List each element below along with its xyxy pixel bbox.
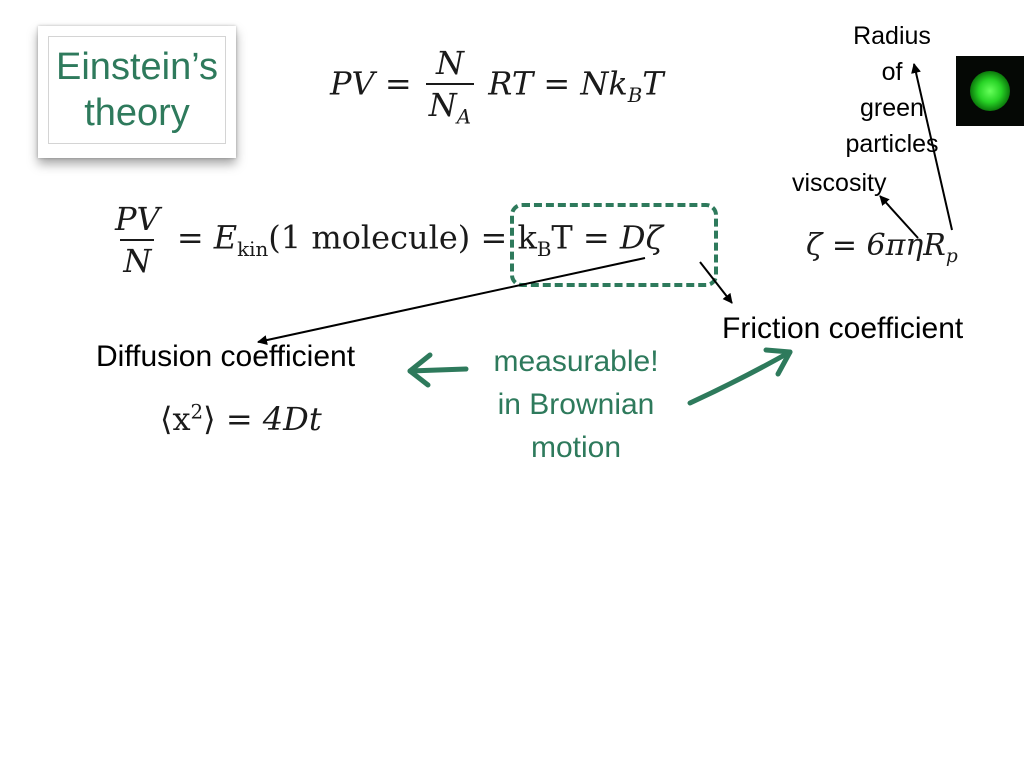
radius-line-1: Radius xyxy=(853,22,931,50)
eq1-rhs-sub: B xyxy=(627,84,643,108)
arrow-to-diffusion xyxy=(257,257,646,345)
eq3-zeta: ζ xyxy=(806,228,823,263)
arrow-to-viscosity xyxy=(879,195,919,239)
eq2-molecule: (1 molecule) xyxy=(268,218,471,257)
diffusion-coefficient-label: Diffusion coefficient xyxy=(96,340,356,373)
eq1-frac-den-sub: A xyxy=(456,105,472,129)
eq2-equals-3: = xyxy=(582,218,610,257)
title-card: Einstein’s theory xyxy=(38,26,236,158)
eq3-rhs-sub: p xyxy=(945,246,958,267)
green-arrow-right xyxy=(687,347,793,406)
green-particle-image xyxy=(956,56,1024,126)
eq1-mid: RT xyxy=(488,64,534,103)
stokes-equation: ζ = 6πηRp xyxy=(806,228,958,267)
eq1-lhs: PV xyxy=(330,64,375,103)
radius-line-2: of xyxy=(881,58,903,86)
measurable-line-1: measurable! xyxy=(493,345,659,378)
eq4-rhs: 4Dt xyxy=(262,400,322,438)
eq2-fraction: PV N xyxy=(112,200,163,280)
eq4-equals: = xyxy=(225,400,253,438)
viscosity-label: viscosity xyxy=(792,169,887,197)
eq4-lhs-open: ⟨x xyxy=(160,400,191,438)
title-line-1: Einstein’s xyxy=(56,46,218,88)
eq2-equals: = xyxy=(176,218,204,257)
radius-line-3: green xyxy=(860,94,924,122)
eq2-d-zeta: Dζ xyxy=(619,218,663,257)
eq1-rhs-end: T xyxy=(642,64,664,103)
title-frame: Einstein’s theory xyxy=(48,36,226,144)
eq1-frac-den: N xyxy=(428,86,457,124)
eq2-frac-den: N xyxy=(123,242,152,280)
eq1-equals: = xyxy=(384,64,412,103)
radius-label: Radius of green particles xyxy=(830,18,954,162)
measurable-note: measurable! in Brownian motion xyxy=(468,340,684,469)
green-particle xyxy=(970,71,1010,111)
friction-coefficient-label: Friction coefficient xyxy=(722,312,964,345)
eq2-kbt-sub: B xyxy=(536,237,552,261)
eq1-fraction: N NA xyxy=(425,44,475,129)
d-zeta-highlight-box xyxy=(510,203,718,287)
eq2-ekin-sub: kin xyxy=(237,237,269,261)
arrow-to-friction xyxy=(699,261,733,304)
eq2-kbt: k xyxy=(517,218,537,257)
eq1-frac-num: N xyxy=(435,44,464,82)
eq2-frac-num: PV xyxy=(115,200,160,238)
measurable-line-3: motion xyxy=(530,431,622,464)
energy-equation: PV N = Ekin(1 molecule) = kBT = Dζ xyxy=(108,200,663,280)
green-arrow-left xyxy=(407,352,469,388)
msd-equation: ⟨x2⟩ = 4Dt xyxy=(160,400,322,438)
eq4-lhs-sup: 2 xyxy=(190,400,204,424)
eq1-equals-2: = xyxy=(543,64,571,103)
eq3-rhs: 6πηR xyxy=(866,228,946,263)
eq2-ekin: E xyxy=(213,218,238,257)
measurable-line-2: in Brownian xyxy=(497,388,655,421)
arrow-to-radius xyxy=(911,63,953,231)
eq3-equals: = xyxy=(831,228,857,263)
eq1-rhs: Nk xyxy=(580,64,628,103)
radius-line-4: particles xyxy=(845,130,939,158)
eq2-equals-2: = xyxy=(480,218,508,257)
ideal-gas-equation: PV = N NA RT = NkBT xyxy=(330,44,664,128)
eq4-lhs-close: ⟩ xyxy=(203,400,216,438)
title-line-2: theory xyxy=(84,92,190,134)
eq2-kbt-end: T xyxy=(551,218,573,257)
